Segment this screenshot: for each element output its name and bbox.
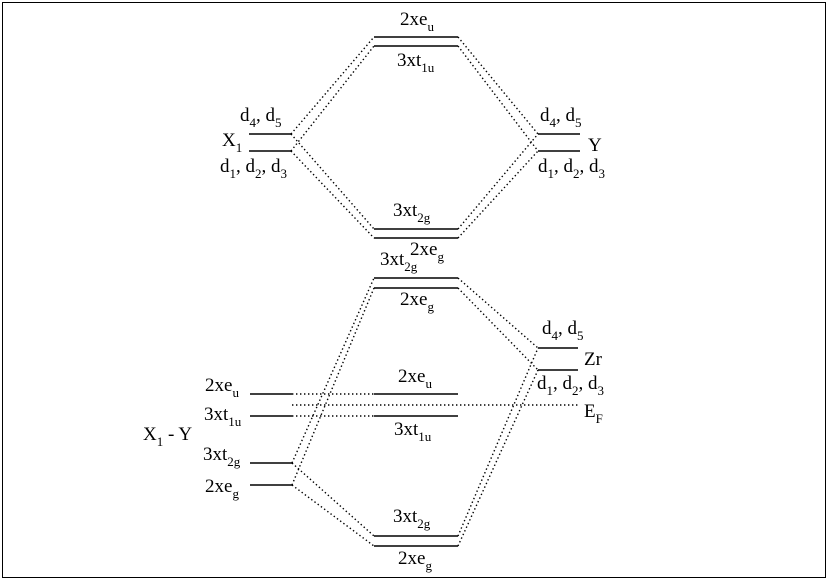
zr-label: Zr [584,349,603,370]
top-left-d45-label: d4, d5 [240,105,282,130]
top-corr-line [290,150,375,239]
top-right-d123-label: d1, d2, d3 [538,156,605,181]
top-center-eg-label: 2xeg [410,239,444,264]
top-left-d123-label: d1, d2, d3 [220,156,287,181]
top-right-d45-label: d4, d5 [540,105,582,130]
top-corr-line [290,45,375,152]
top-corr-line [457,45,539,152]
top-corr-line [457,150,539,239]
bottom-corr-line [291,462,375,537]
bottom-corr-line [291,277,375,464]
bottom-center-eg-bottom-label: 2xeg [398,548,432,573]
bottom-corr-line [457,287,539,371]
bottom-corr-line [457,277,539,349]
bottom-center-t2g-top-label: 3xt2g [380,249,418,274]
top-corr-line [457,36,539,135]
bottom-corr-line [457,347,539,537]
fermi-level-label: EF [584,401,603,426]
bottom-corr-line [291,484,375,547]
zr-d45-label: d4, d5 [542,318,584,343]
bottom-corr-line [291,287,375,486]
top-corr-line [290,133,375,230]
bottom-left-t1u-label: 3xt1u [204,404,242,429]
bottom-corr-line [457,369,539,547]
bottom-center-eu-label: 2xeu [398,366,432,391]
bottom-center-t2g-bottom-label: 3xt2g [393,506,431,531]
bottom-left-t2g-label: 3xt2g [203,444,241,469]
bottom-center-t1u-label: 3xt1u [394,419,432,444]
top-center-t2g-label: 3xt2g [393,200,431,225]
top-center-t1u-label: 3xt1u [397,50,435,75]
bottom-left-eu-label: 2xeu [205,375,239,400]
top-corr-line [290,36,375,135]
bottom-left-eg-label: 2xeg [205,476,239,501]
zr-d123-label: d1, d2, d3 [537,373,604,398]
top-center-eu-label: 2xeu [400,9,434,34]
y-label: Y [588,135,602,156]
bottom-center-eg-top-label: 2xeg [400,289,434,314]
x1-label: X1 [222,130,242,155]
top-corr-line [457,133,539,230]
x1-y-label: X1 - Y [143,424,192,449]
